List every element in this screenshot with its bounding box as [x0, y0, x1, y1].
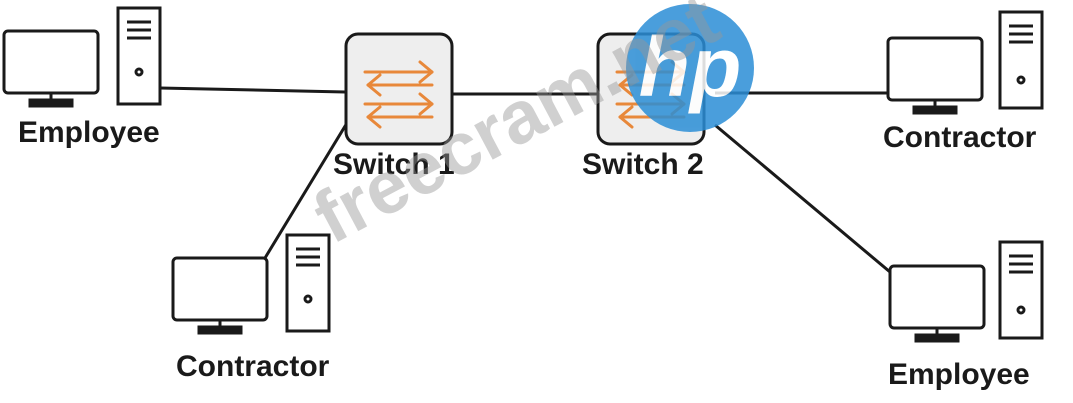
- desktop-tower-icon: [998, 10, 1044, 110]
- hp-logo-icon: [626, 4, 754, 132]
- desktop-tower-icon: [998, 240, 1044, 340]
- monitor-icon: [888, 264, 986, 343]
- monitor-icon: [171, 256, 269, 335]
- monitor-icon: [2, 29, 100, 108]
- switch1-icon: [344, 32, 454, 146]
- switch2-label: Switch 2: [582, 148, 704, 181]
- desktop-tower-icon: [285, 233, 331, 333]
- employee-right-computer: [888, 240, 1044, 343]
- desktop-tower-icon: [116, 6, 162, 106]
- contractor-left-label: Contractor: [176, 350, 330, 383]
- employee-right-label: Employee: [888, 358, 1030, 391]
- contractor-right-computer: [886, 10, 1044, 115]
- hp-logo-text: hp: [639, 20, 742, 114]
- link-switch1-contractor-left: [263, 117, 352, 259]
- connections: [159, 86, 891, 274]
- employee-left-computer: [2, 6, 162, 108]
- network-switch-icon: [344, 32, 454, 146]
- monitor-icon: [886, 36, 984, 115]
- switch1-arrows: [363, 60, 434, 129]
- link-employee-left-switch1: [159, 86, 346, 94]
- link-switch2-employee-right: [714, 123, 891, 274]
- employee-left-label: Employee: [18, 116, 160, 149]
- switch1-label: Switch 1: [333, 148, 455, 181]
- contractor-right-label: Contractor: [883, 121, 1037, 154]
- contractor-left-computer: [171, 233, 331, 335]
- hp-logo-watermark: hp: [626, 4, 754, 132]
